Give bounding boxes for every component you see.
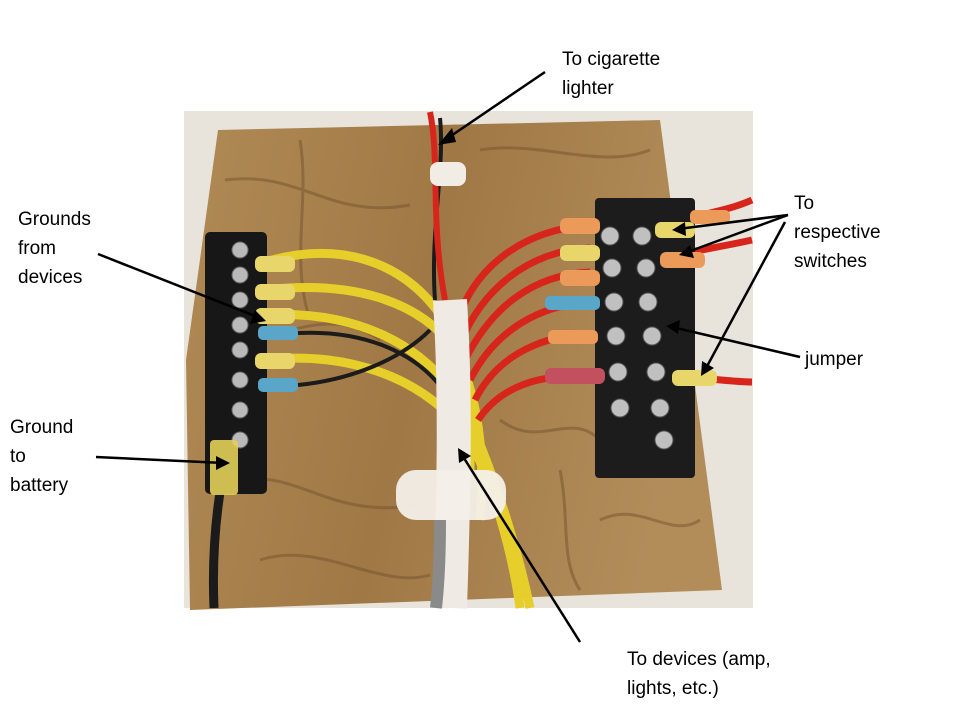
label-to-devices: To devices (amp, lights, etc.) bbox=[627, 649, 771, 699]
label-respective-switches: To respective switches bbox=[794, 193, 881, 272]
battery-ground-connector bbox=[210, 440, 238, 495]
blue-connectors bbox=[258, 326, 298, 392]
bundle-clamp bbox=[396, 470, 506, 520]
wire-bundle bbox=[433, 298, 471, 609]
terminal-screws bbox=[600, 226, 674, 450]
label-grounds-from-devices: Grounds from devices bbox=[18, 209, 91, 288]
grey-cable bbox=[430, 519, 446, 609]
label-cigarette-lighter: To cigarette lighter bbox=[562, 49, 661, 99]
label-ground-to-battery: Ground to battery bbox=[10, 417, 74, 496]
cigarette-lighter-wire bbox=[427, 111, 448, 301]
label-jumper: jumper bbox=[805, 349, 864, 370]
wire-clip-top bbox=[430, 162, 466, 186]
